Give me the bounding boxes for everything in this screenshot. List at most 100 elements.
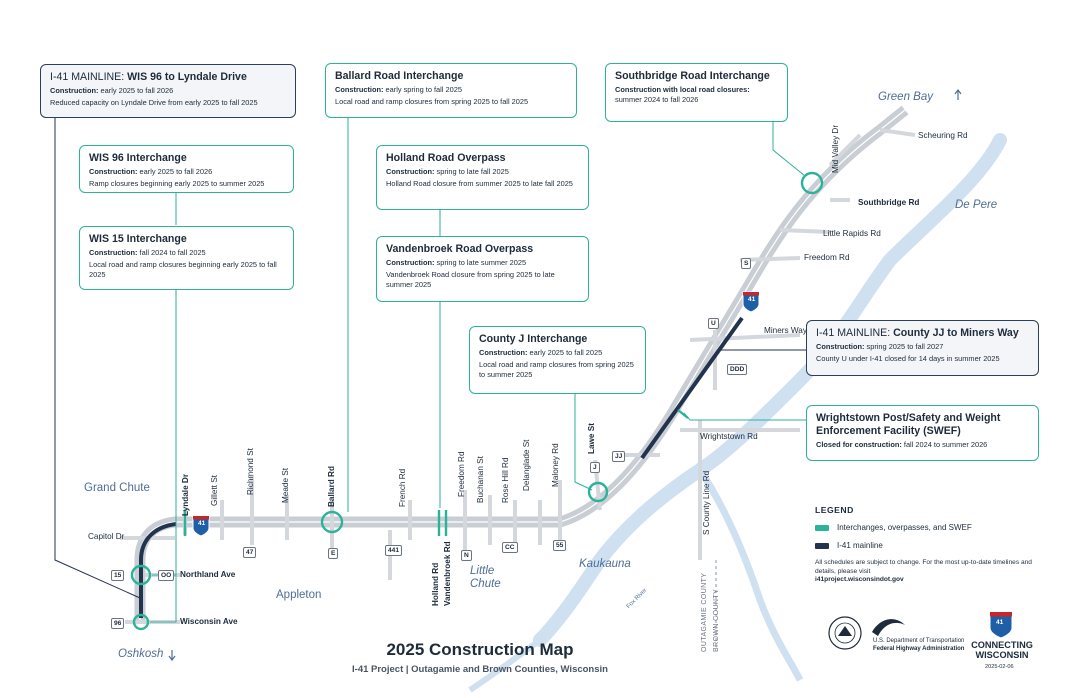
ballard-interchange-mark [320, 510, 344, 534]
construction-label: Construction: [386, 258, 435, 267]
fox-river-lower [468, 637, 542, 693]
construction-value: summer 2024 to fall 2026 [615, 95, 699, 104]
road-wisconsin: Wisconsin Ave [180, 617, 238, 626]
road-ballard: Ballard Rd [327, 466, 336, 507]
callout-title: County J Interchange [479, 333, 588, 345]
road-s-county-line: S County Line Rd [702, 470, 711, 535]
local-roads [120, 128, 916, 624]
i41-shield-label-east: 41 [748, 296, 756, 303]
city-little-chute-1: Little [470, 565, 495, 577]
map-title-block: 2025 Construction Map I-41 Project | Out… [320, 640, 640, 675]
city-kaukauna: Kaukauna [579, 558, 631, 570]
fox-river-branch [697, 468, 804, 682]
legend-item-label: I-41 mainline [837, 541, 883, 550]
cw-shield-label: 41 [996, 619, 1004, 626]
callout-detail: Local road and ramp closures from spring… [335, 97, 529, 106]
map-date: 2025-02-06 [985, 664, 1014, 670]
callout-detail: Reduced capacity on Lyndale Drive from e… [50, 98, 258, 107]
road-rose-hill: Rose Hill Rd [501, 457, 510, 504]
construction-value: early spring to fall 2025 [385, 85, 462, 94]
construction-value: early 2025 to fall 2025 [529, 348, 603, 357]
road-little-rapids: Little Rapids Rd [823, 229, 881, 238]
legend-item-interchanges: Interchanges, overpasses, and SWEF [815, 523, 1065, 532]
shield-jj: JJ [612, 451, 626, 462]
shield-96: 96 [111, 618, 125, 629]
callout-title: WIS 15 Interchange [89, 233, 187, 245]
construction-label: Construction: [89, 167, 138, 176]
shield-55: 55 [553, 540, 567, 551]
wis96-interchange-mark [132, 613, 150, 631]
shield-ddd: DDD [727, 364, 748, 375]
city-green-bay: Green Bay [878, 91, 933, 103]
road-mid-valley: Mid Valley Dr [831, 124, 840, 173]
road-lyndale: Lyndale Dr [181, 473, 190, 516]
mainline-jj-miners [640, 316, 744, 460]
callout-title-prefix: I-41 MAINLINE: [50, 71, 125, 83]
shield-j: J [590, 462, 600, 473]
construction-label: Construction: [50, 86, 99, 95]
legend-title: LEGEND [815, 505, 854, 515]
cw-line2: WISCONSIN [975, 650, 1029, 660]
mainline-wis96-lyndale [139, 522, 177, 618]
road-meade: Meade St [281, 467, 290, 503]
legend-url[interactable]: i41project.wisconsindot.gov [815, 576, 904, 584]
construction-value: fall 2024 to summer 2026 [903, 440, 988, 449]
road-northland: Northland Ave [180, 570, 236, 579]
shield-e: E [328, 548, 339, 559]
i41-shield-label: 41 [198, 520, 206, 527]
i41-shield-east [742, 291, 760, 313]
callout-vandenbroek-overpass: Vandenbroek Road Overpass Construction: … [376, 236, 589, 302]
wis15-interchange-mark [130, 564, 152, 586]
callout-mainline-wis96-lyndale: I-41 MAINLINE: WIS 96 to Lyndale Drive C… [40, 64, 296, 118]
southbridge-interchange-mark [800, 171, 824, 195]
callout-title: Vandenbroek Road Overpass [386, 243, 534, 255]
legend-swatch-navy [815, 542, 829, 549]
shield-n: N [461, 550, 472, 561]
road-maloney: Maloney Rd [551, 443, 560, 487]
usdot-logo-icon [872, 619, 905, 636]
swef-mark [677, 409, 689, 419]
map-subtitle: I-41 Project | Outagamie and Brown Count… [352, 664, 608, 675]
legend-note: All schedules are subject to change. For… [815, 559, 1032, 575]
road-buchanan: Buchanan St [476, 456, 485, 503]
callout-countyj-interchange: County J Interchange Construction: early… [469, 326, 646, 394]
construction-value: spring 2025 to fall 2027 [866, 342, 944, 351]
road-delanglade: Delanglade St [522, 439, 531, 491]
road-holland: Holland Rd [431, 562, 440, 606]
callout-wis96-interchange: WIS 96 Interchange Construction: early 2… [79, 145, 294, 193]
city-oshkosh: Oshkosh [118, 648, 164, 660]
road-freedom-st: Freedom Rd [457, 451, 466, 497]
callout-detail: Vandenbroek Road closure from spring 202… [386, 270, 555, 289]
shield-15: 15 [111, 570, 125, 581]
road-scheuring: Scheuring Rd [918, 131, 968, 140]
callout-mainline-jj-miners: I-41 MAINLINE: County JJ to Miners Way C… [806, 320, 1039, 376]
construction-label: Construction: [335, 85, 384, 94]
road-richmond: Richmond St [246, 448, 255, 495]
road-southbridge: Southbridge Rd [858, 198, 920, 207]
city-grand-chute: Grand Chute [84, 482, 150, 494]
city-appleton: Appleton [276, 589, 322, 601]
connecting-wisconsin-logo: CONNECTING WISCONSIN [966, 640, 1038, 660]
interchange-marks [130, 171, 824, 631]
road-gillett: Gillett St [210, 475, 219, 506]
construction-value: early 2025 to fall 2026 [139, 167, 213, 176]
callout-title: WIS 96 to Lyndale Drive [127, 71, 247, 83]
legend: LEGEND Interchanges, overpasses, and SWE… [815, 505, 1065, 585]
callout-swef: Wrightstown Post/Safety and Weight Enfor… [806, 405, 1039, 461]
shield-oo: OO [158, 570, 175, 581]
shield-s: S [741, 258, 752, 269]
shield-441: 441 [385, 545, 403, 556]
usdot-line1: U.S. Department of Transportation [873, 638, 965, 644]
legend-item-label: Interchanges, overpasses, and SWEF [837, 523, 972, 532]
callout-detail: Local road and ramp closures from spring… [479, 360, 634, 379]
callout-southbridge-interchange: Southbridge Road Interchange Constructio… [605, 63, 788, 122]
callout-detail: Holland Road closure from summer 2025 to… [386, 179, 573, 188]
county-brown: BROWN COUNTY [713, 588, 720, 652]
south-arrow-icon [168, 650, 176, 661]
callout-holland-overpass: Holland Road Overpass Construction: spri… [376, 145, 589, 210]
construction-label: Closed for construction: [816, 440, 902, 449]
callout-detail: County U under I-41 closed for 14 days i… [816, 354, 1000, 363]
north-arrow-icon [954, 89, 962, 100]
construction-label: Construction: [89, 248, 138, 257]
road-wrightstown: Wrightstown Rd [700, 432, 758, 441]
